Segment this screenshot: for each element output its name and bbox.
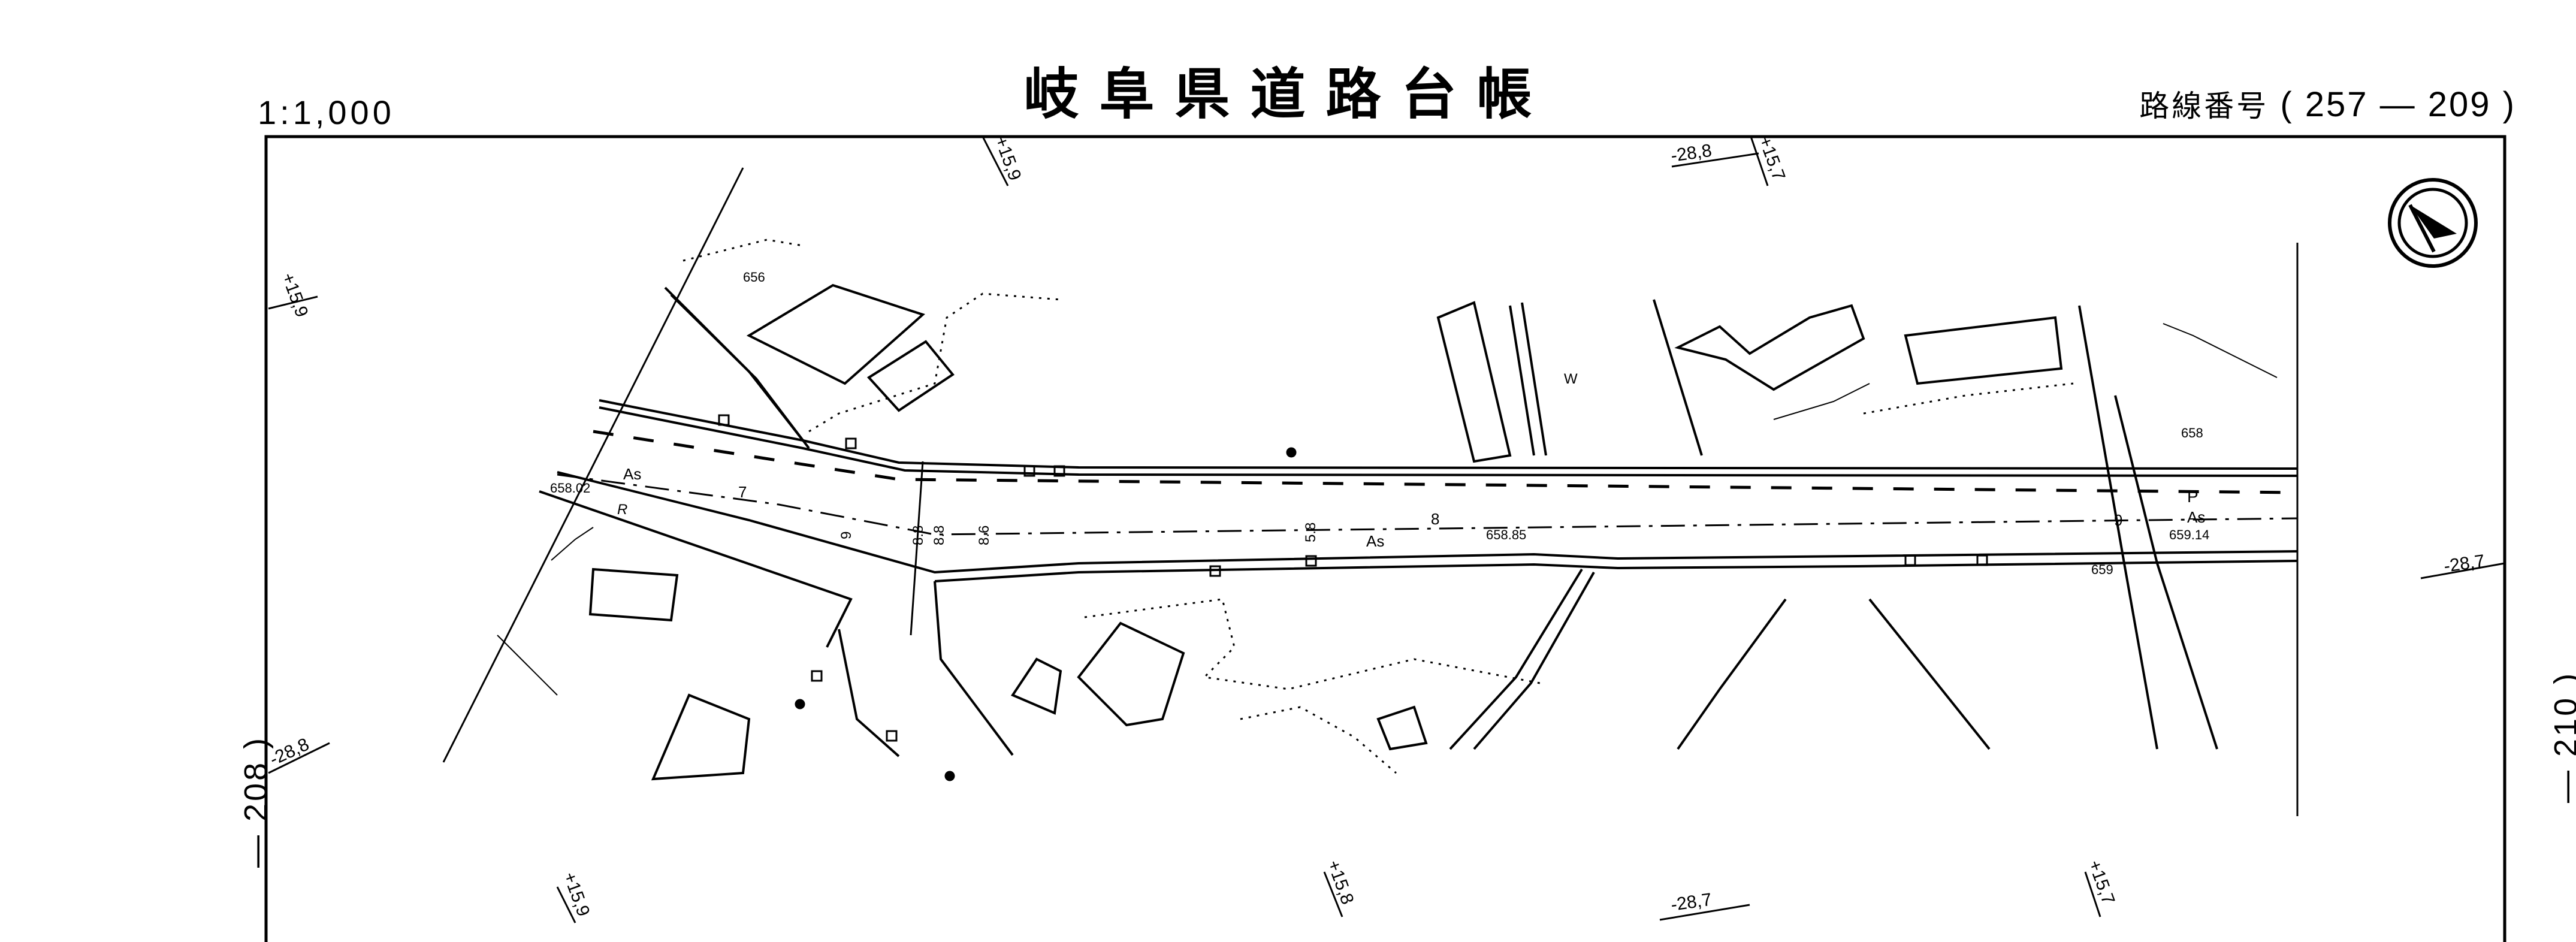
grid-label-lat-1: +15,9 <box>277 270 312 320</box>
road-edges <box>539 286 2298 757</box>
map-annotations: As As As 658.02 658.85 659.14 659 658 65… <box>550 270 2209 577</box>
width-label: 8.8 <box>931 526 947 545</box>
buildings <box>588 283 2063 781</box>
grid-label-lat-2: +15,9 <box>990 134 1025 183</box>
elevation-label: 656 <box>743 270 765 285</box>
route-number-value: 257 — 209 <box>2305 85 2492 124</box>
grid-label-lat-3: +15,7 <box>1754 134 1789 183</box>
elevation-label: 658 <box>2181 425 2203 440</box>
center-line <box>557 473 2298 536</box>
land-use-label: P <box>2187 487 2198 506</box>
route-number-close: ) <box>2491 85 2516 124</box>
width-label: 8.6 <box>976 526 992 545</box>
grid-ticks <box>268 136 2505 923</box>
width-label: 8.8 <box>910 526 926 545</box>
grid-label-lat-4: +15,9 <box>559 869 593 919</box>
property-boundaries <box>682 238 2074 774</box>
route-number-label: 路線番号 <box>2139 89 2269 123</box>
grid-labels: +15,9 +15,9 +15,7 -28,8 -28,8 -28,7 +15,… <box>267 134 2486 919</box>
elevation-label: 659 <box>2091 562 2113 577</box>
lane-markings <box>593 430 2298 494</box>
station-label: 7 <box>738 483 747 501</box>
elevation-label: 658.85 <box>1486 527 1526 542</box>
surface-label: As <box>2187 508 2205 526</box>
route-number-open: ( <box>2280 85 2305 124</box>
width-label: 5.8 <box>1303 523 1319 542</box>
north-arrow-icon <box>2388 178 2478 268</box>
map-title: 岐阜県道路台帳 <box>1023 62 1553 126</box>
elevation-label: 658.02 <box>550 481 590 496</box>
slope-hatching <box>497 323 2278 696</box>
grid-label-lon-3: -28,7 <box>2442 551 2486 576</box>
survey-boundary <box>442 167 924 763</box>
elevation-label: 659.14 <box>2169 527 2209 542</box>
width-label: 9 <box>838 532 854 539</box>
land-use-label: W <box>1564 371 1578 387</box>
station-label: 9 <box>2114 511 2122 529</box>
map-frame <box>264 135 2506 942</box>
grid-label-lon-2: -28,8 <box>267 735 312 770</box>
route-number: 路線番号 ( 257 — 209 ) <box>2139 87 2516 122</box>
land-use-label: R <box>617 502 627 518</box>
scale-label: 1:1,000 <box>258 93 395 131</box>
survey-markers <box>718 414 1988 781</box>
surface-label: As <box>623 465 641 483</box>
station-label: 8 <box>1431 510 1439 528</box>
surface-label: As <box>1366 532 1384 550</box>
